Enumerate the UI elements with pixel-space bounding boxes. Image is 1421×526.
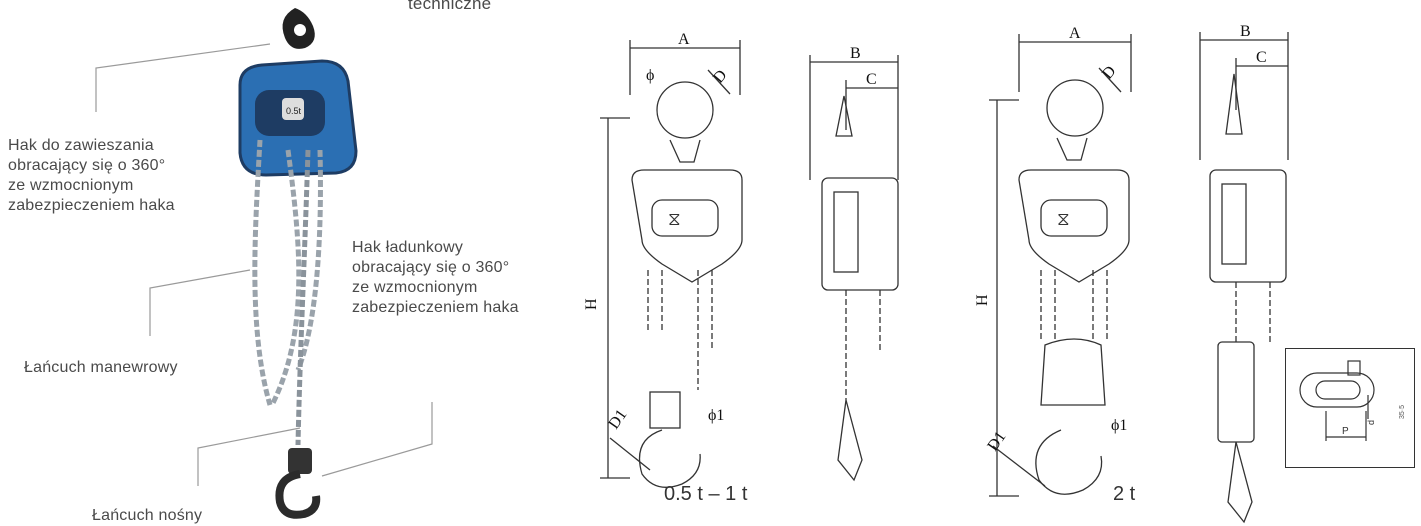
dim-c: C (866, 71, 877, 88)
callout-hand-chain: Łańcuch manewrowy (24, 359, 178, 376)
chain-link-detail: P d 35·5 (1285, 348, 1415, 468)
dim-phi: ϕ (646, 67, 654, 84)
dim-a: A (678, 31, 690, 48)
dim-phi1: ϕ1 (708, 407, 724, 424)
hand-chain-right (269, 149, 302, 407)
hand-chain-inner (295, 149, 323, 371)
svg-text:0.5t: 0.5t (286, 106, 302, 116)
dim-b2: B (1240, 23, 1251, 40)
callout-load-hook: Hak ładunkowy obracający się o 360° ze w… (352, 239, 519, 316)
dim-h2: H (974, 294, 991, 306)
dim-b: B (850, 45, 861, 62)
chain-side-note: 35·5 (1399, 405, 1406, 419)
dim-d1: D1 (605, 407, 630, 433)
dim-h: H (583, 298, 600, 310)
bottom-hook-icon (275, 470, 321, 519)
chain-hoist-photo: 0.5t (238, 8, 358, 519)
callout-load-chain: Łańcuch nośny (92, 507, 203, 524)
header-fragment: techniczne (408, 0, 492, 13)
dim-a2: A (1069, 25, 1081, 42)
hand-chain-left (252, 139, 273, 406)
capacity-label: 0.5 t – 1 t (664, 483, 748, 505)
drawing-front-large: ⧖ A D H D1 ϕ1 2 t (974, 25, 1136, 505)
svg-text:⧖: ⧖ (668, 209, 681, 230)
drawing-side-small: B C (809, 45, 899, 482)
dim-d: D (710, 67, 730, 87)
drawing-side-large: B C (1199, 23, 1289, 524)
leader-lines (95, 43, 433, 486)
dim-phi1-2: ϕ1 (1111, 417, 1127, 434)
chain-p-label: P (1342, 426, 1349, 437)
drawing-front-small: ⧖ A ϕ D H D1 ϕ1 0.5 t – 1 t (583, 31, 748, 505)
dim-d1-2: D1 (984, 429, 1009, 455)
callout-swivel-hook: Hak do zawieszania obracający się o 360°… (8, 137, 175, 214)
capacity-label-2t: 2 t (1113, 483, 1136, 505)
dim-d2: D (1099, 63, 1119, 83)
dim-c2: C (1256, 49, 1267, 66)
chain-d-label: d (1366, 420, 1376, 425)
svg-text:⧖: ⧖ (1057, 209, 1070, 230)
